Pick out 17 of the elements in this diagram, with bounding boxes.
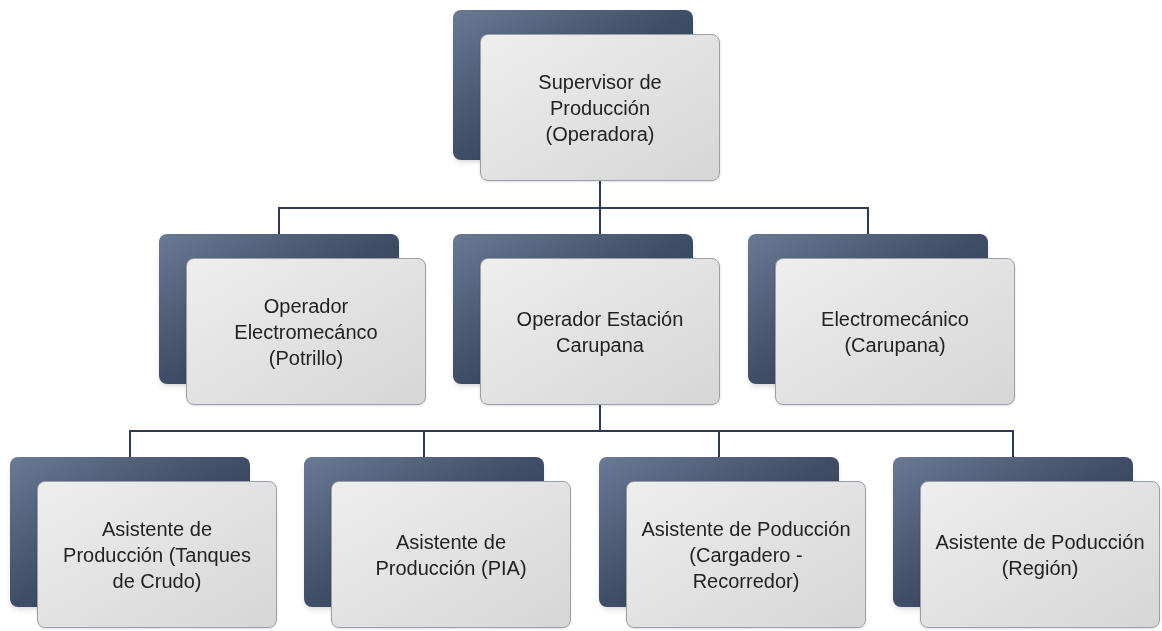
org-card (10, 457, 277, 628)
org-card (453, 10, 720, 181)
card-title: Operador Electromecánco (Potrillo) (233, 293, 379, 371)
org-card (159, 234, 426, 405)
card-title: Asistente de Poducción (Región) (934, 529, 1146, 581)
org-card (893, 457, 1160, 628)
card-title: Asistente de Producción (PIA) (374, 529, 528, 581)
org-card (453, 234, 720, 405)
card-title: Asistente de Poducción (Cargadero - Recorredor) (640, 516, 852, 594)
card-title: Asistente de Producción (Tanques de Crudo) (62, 516, 252, 594)
org-card (748, 234, 1015, 405)
card-title: Supervisor de Producción (Operadora) (537, 69, 663, 147)
org-card (599, 457, 866, 628)
connector-line (599, 180, 869, 235)
card-title: Operador Estación Carupana (515, 306, 685, 358)
org-card (304, 457, 571, 628)
card-title: Electromecánico (Carupana) (820, 306, 970, 358)
